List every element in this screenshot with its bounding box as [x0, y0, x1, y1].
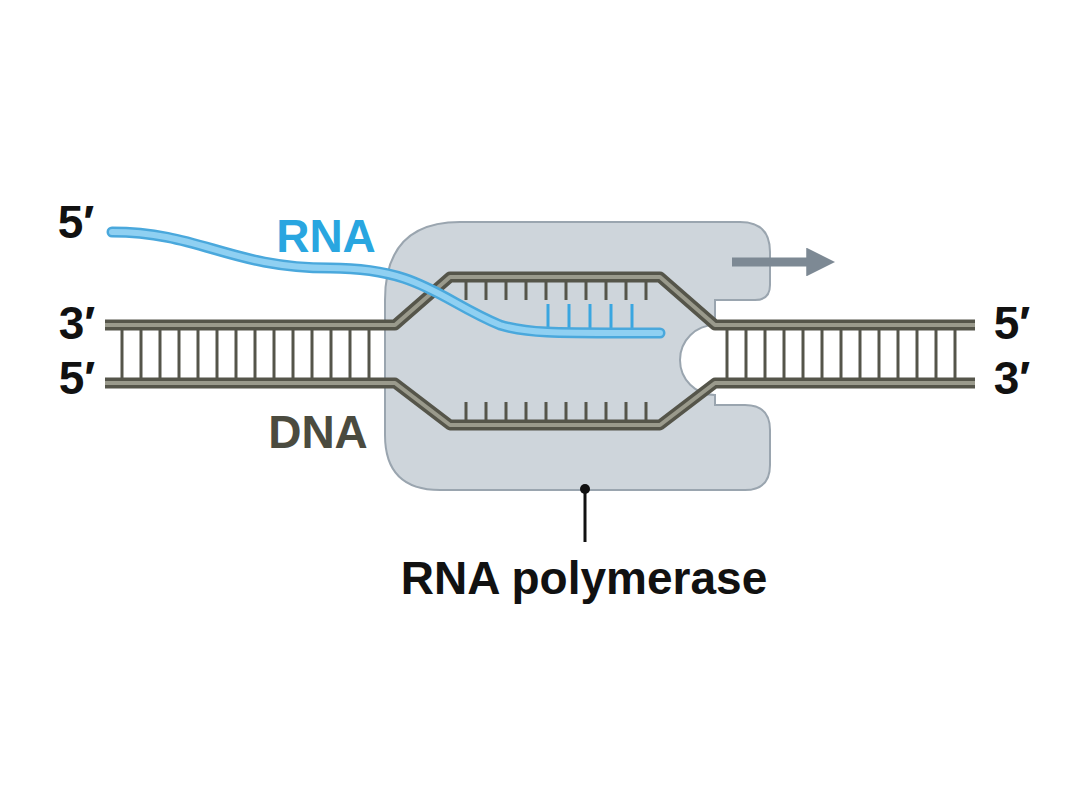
- base-pair: [292, 330, 295, 378]
- base-pair: [121, 330, 124, 378]
- base-stub: [465, 402, 468, 421]
- base-stub: [585, 281, 588, 300]
- base-pair: [349, 330, 352, 378]
- base-stub: [545, 281, 548, 300]
- rna-base-pair: [589, 304, 592, 330]
- strand-label: RNA: [276, 213, 376, 259]
- rna-base-pair: [631, 304, 634, 330]
- base-stub: [625, 281, 628, 300]
- base-stub: [565, 402, 568, 421]
- base-pair: [254, 330, 257, 378]
- rna-strand: [112, 232, 660, 333]
- base-pair: [802, 330, 805, 378]
- base-stub: [485, 281, 488, 300]
- rna-base-pair: [610, 304, 613, 330]
- base-pair: [916, 330, 919, 378]
- end-label: 3′: [994, 355, 1031, 401]
- base-stub: [645, 281, 648, 300]
- base-stub: [645, 402, 648, 421]
- base-stub: [525, 402, 528, 421]
- part-label: RNA polymerase: [401, 555, 767, 601]
- base-pair: [311, 330, 314, 378]
- base-pair: [840, 330, 843, 378]
- base-pair: [954, 330, 957, 378]
- leader-dot: [580, 484, 590, 494]
- base-pair: [368, 330, 371, 378]
- base-stub: [465, 281, 468, 300]
- rna-base-pair: [568, 304, 571, 330]
- base-pair: [859, 330, 862, 378]
- base-pair: [216, 330, 219, 378]
- rna-polymerase-shape: [385, 222, 770, 490]
- base-pair: [235, 330, 238, 378]
- base-stub: [545, 402, 548, 421]
- base-stub: [625, 402, 628, 421]
- base-pair: [897, 330, 900, 378]
- end-label: 5′: [58, 199, 95, 245]
- base-stub: [505, 402, 508, 421]
- end-label: 5′: [59, 355, 96, 401]
- base-stub: [585, 402, 588, 421]
- base-stub: [525, 281, 528, 300]
- base-stub: [605, 281, 608, 300]
- end-label: 3′: [59, 300, 96, 346]
- base-stub: [505, 281, 508, 300]
- rna-base-pair: [547, 304, 550, 330]
- base-pair: [159, 330, 162, 378]
- dna-strands: [105, 277, 975, 425]
- base-pair: [273, 330, 276, 378]
- base-pair: [745, 330, 748, 378]
- base-stub: [485, 402, 488, 421]
- base-pair: [878, 330, 881, 378]
- base-pair: [821, 330, 824, 378]
- base-stub: [565, 281, 568, 300]
- base-pair: [764, 330, 767, 378]
- leader-line: [584, 489, 587, 542]
- end-label: 5′: [994, 300, 1031, 346]
- direction-arrow: [732, 258, 812, 267]
- base-pair: [783, 330, 786, 378]
- base-pair: [726, 330, 729, 378]
- base-stub: [605, 402, 608, 421]
- base-pair: [330, 330, 333, 378]
- strand-label: DNA: [268, 409, 368, 455]
- base-pair: [197, 330, 200, 378]
- rna-base-pairs: [548, 304, 632, 330]
- base-pair: [178, 330, 181, 378]
- base-pair: [935, 330, 938, 378]
- base-pairs-bubble: [466, 281, 646, 421]
- base-pair: [140, 330, 143, 378]
